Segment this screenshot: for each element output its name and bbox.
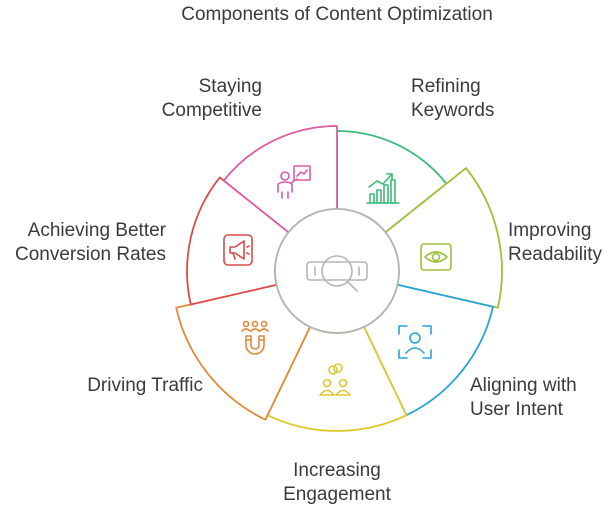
label-driving-traffic: Driving Traffic [87, 375, 203, 396]
diagram-title: Components of Content Optimization [181, 4, 493, 25]
segment-wedges [175, 125, 503, 432]
eye-icon [420, 243, 452, 271]
growth-chart-icon [366, 173, 400, 204]
presenter-icon [277, 165, 311, 199]
people-magnet-icon [241, 320, 269, 355]
segment-icons [223, 165, 452, 396]
people-interaction-icon [319, 363, 351, 396]
center-circle [274, 208, 400, 334]
search-magnifier-icon [306, 255, 368, 292]
center-hub [274, 208, 400, 334]
megaphone-icon [223, 234, 253, 266]
face-scan-icon [398, 325, 432, 359]
